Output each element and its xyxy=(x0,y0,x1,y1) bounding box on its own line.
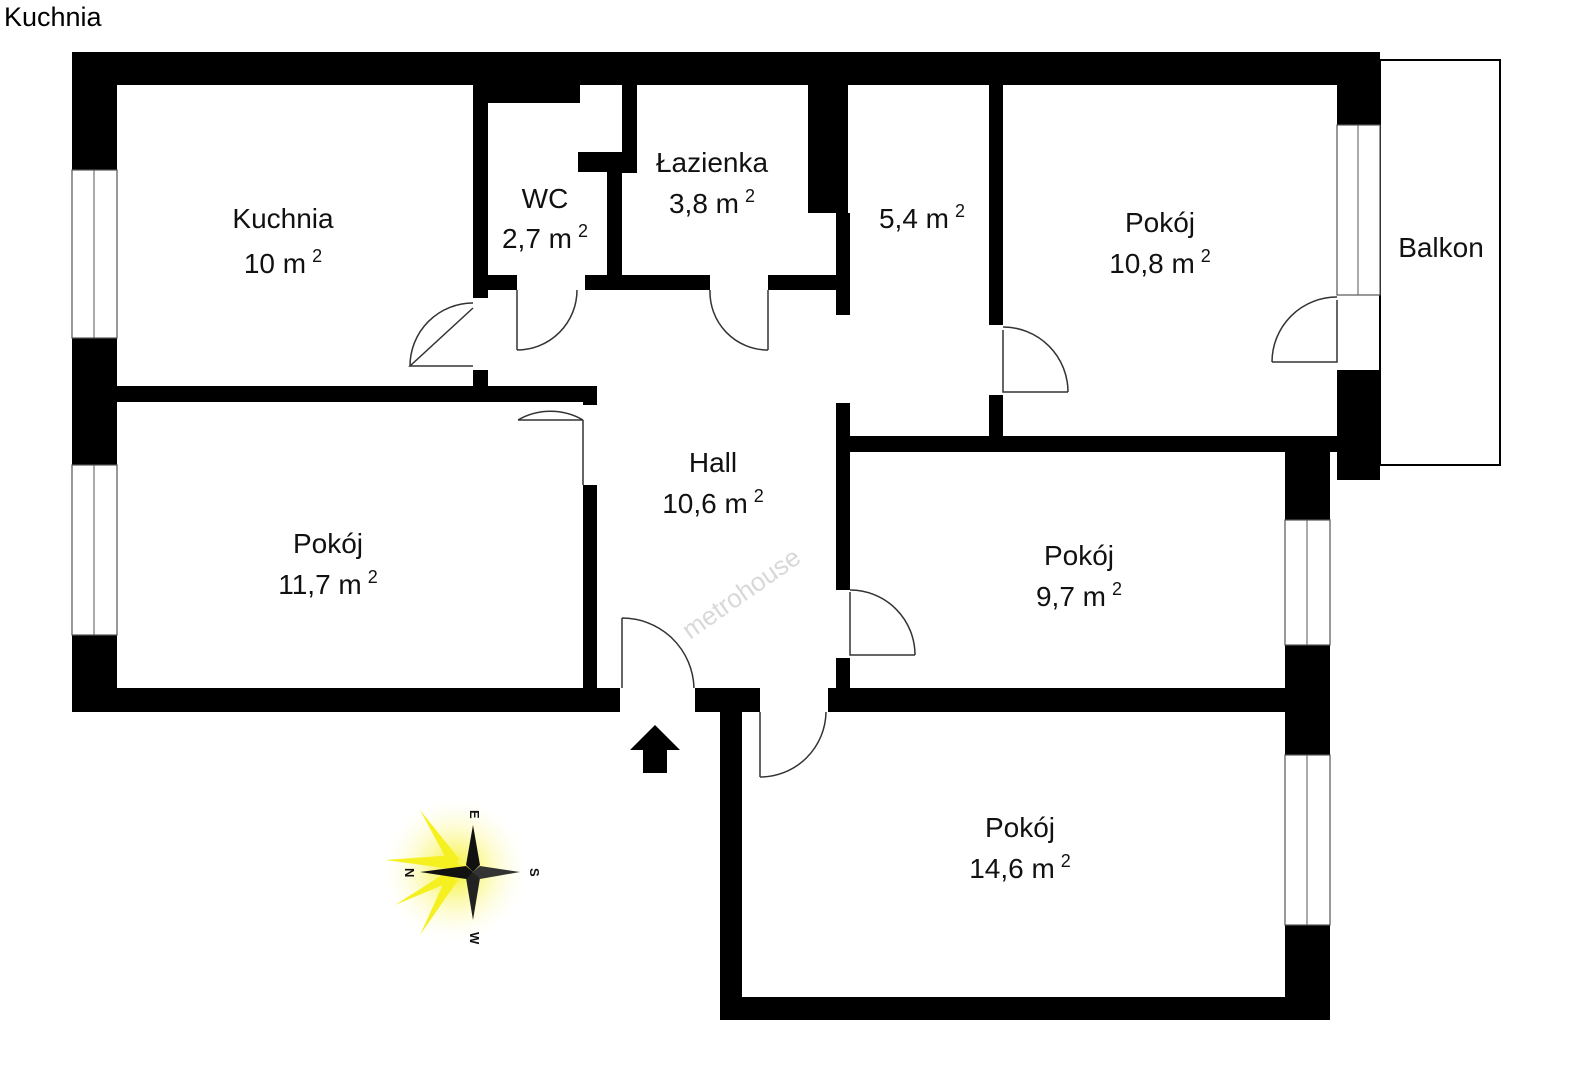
area-value: 2,7 m xyxy=(502,223,572,254)
compass-south-label: S xyxy=(527,868,542,877)
windows xyxy=(71,124,1381,926)
room-area-hall: 10,6 m 2 xyxy=(662,486,764,519)
area-value: 5,4 m xyxy=(879,203,949,234)
area-superscript: 2 xyxy=(1201,246,1211,266)
room-name-lazienka: Łazienka xyxy=(656,147,769,178)
watermark: metrohouse xyxy=(676,542,806,645)
room-area-kuchnia: 10 m 2 xyxy=(244,246,322,279)
doors xyxy=(408,289,1338,778)
compass-west-label: W xyxy=(467,932,482,945)
room-name-kuchnia: Kuchnia xyxy=(232,203,334,234)
compass-east-label: E xyxy=(467,810,482,819)
area-superscript: 2 xyxy=(578,221,588,241)
room-name-pokoj-s: Pokój xyxy=(985,812,1055,843)
room-area-pokoj-s: 14,6 m 2 xyxy=(969,851,1071,884)
area-superscript: 2 xyxy=(1061,851,1071,871)
entrance-arrow-icon xyxy=(630,725,680,773)
area-value: 14,6 m xyxy=(969,853,1055,884)
area-superscript: 2 xyxy=(312,246,322,266)
room-name-pokoj-ne: Pokój xyxy=(1125,207,1195,238)
area-superscript: 2 xyxy=(368,567,378,587)
plan-caption: Kuchnia xyxy=(4,2,102,32)
room-area-pokoj-e: 9,7 m 2 xyxy=(1036,579,1122,612)
room-area-wc: 2,7 m 2 xyxy=(502,221,588,254)
area-value: 10,6 m xyxy=(662,488,748,519)
area-value: 10,8 m xyxy=(1109,248,1195,279)
room-area-closet: 5,4 m 2 xyxy=(879,201,965,234)
room-name-hall: Hall xyxy=(689,447,737,478)
compass-north-label: N xyxy=(402,868,417,877)
area-value: 3,8 m xyxy=(669,188,739,219)
area-value: 10 m xyxy=(244,248,306,279)
area-superscript: 2 xyxy=(754,486,764,506)
room-name-balkon: Balkon xyxy=(1398,232,1484,263)
room-area-pokoj-ne: 10,8 m 2 xyxy=(1109,246,1211,279)
compass-rose-icon: E S N W xyxy=(383,798,542,945)
room-name-pokoj-w: Pokój xyxy=(293,528,363,559)
area-superscript: 2 xyxy=(1112,579,1122,599)
area-value: 9,7 m xyxy=(1036,581,1106,612)
room-name-wc: WC xyxy=(522,183,569,214)
area-superscript: 2 xyxy=(955,201,965,221)
room-area-pokoj-w: 11,7 m 2 xyxy=(278,567,378,600)
room-area-lazienka: 3,8 m 2 xyxy=(669,186,755,219)
balcony-outline xyxy=(1379,59,1501,466)
area-superscript: 2 xyxy=(745,186,755,206)
room-name-pokoj-e: Pokój xyxy=(1044,540,1114,571)
area-value: 11,7 m xyxy=(278,569,362,600)
